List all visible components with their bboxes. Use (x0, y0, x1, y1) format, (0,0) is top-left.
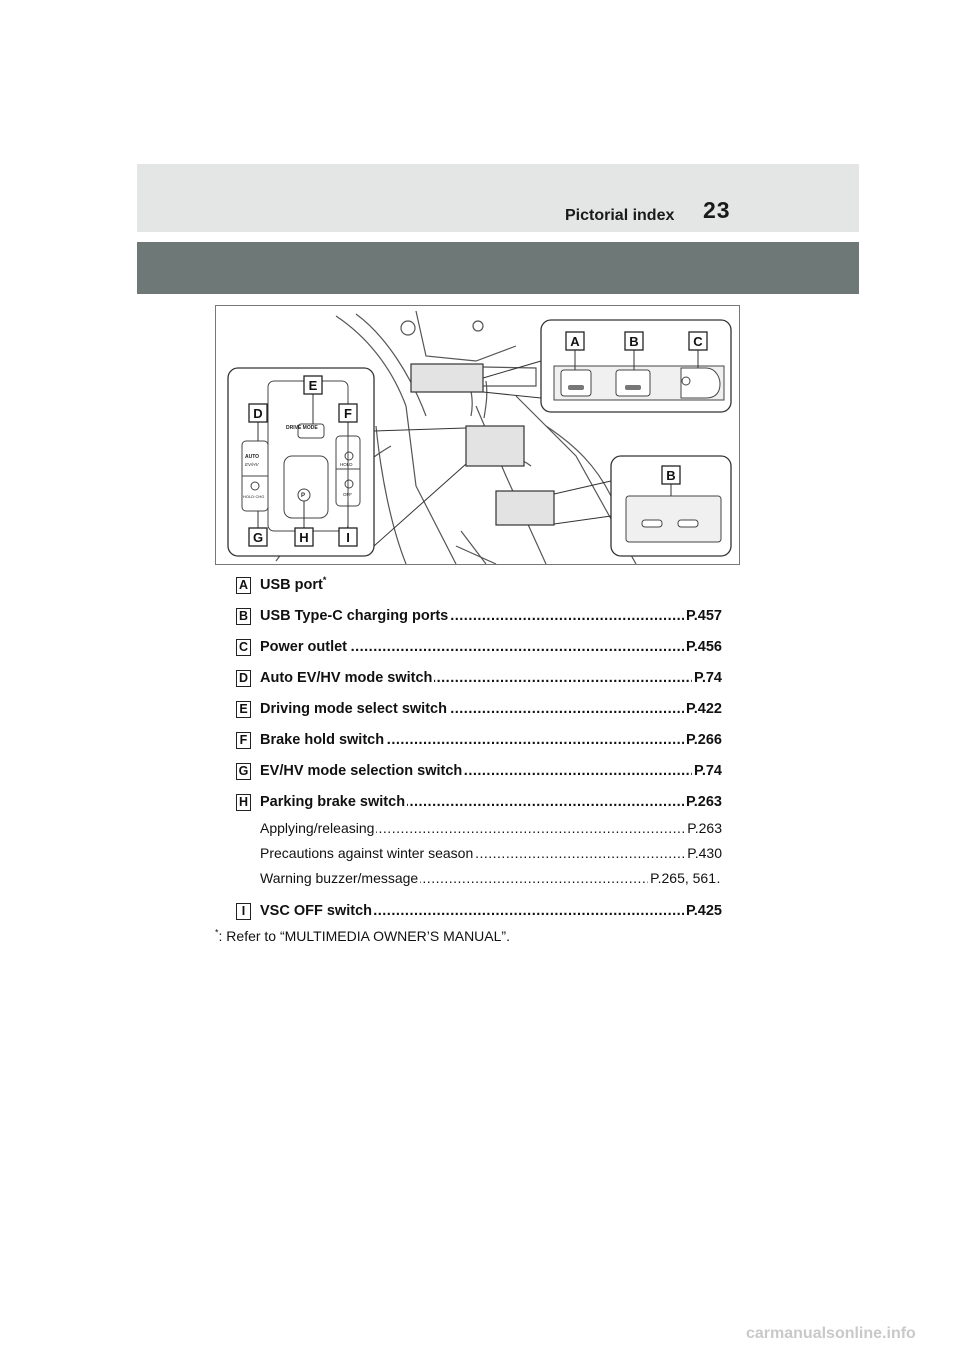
entry-label: USB Type-C charging ports (260, 608, 451, 624)
callout-b-charging: B (666, 468, 675, 483)
badge-b: B (236, 608, 251, 625)
charging-port-left (641, 519, 663, 528)
entry-g: G EV/HV mode selection switch ..........… (236, 761, 726, 783)
console-illustration: DRIVE MODE AUTO EV/HV HOLD HOLD·CHG OFF … (215, 305, 740, 565)
sub-entry-applying: Applying/releasing .....................… (260, 820, 726, 840)
entry-label: Driving mode select switch (260, 701, 449, 717)
sub-entry-label: Precautions against winter season (260, 845, 476, 861)
entry-label: EV/HV mode selection switch (260, 763, 465, 779)
power-outlet-latch (681, 376, 691, 386)
charging-callout-labels: B (661, 465, 681, 485)
usb-port-a (560, 369, 592, 397)
header-band (137, 164, 859, 232)
badge-h: H (236, 794, 251, 811)
footnote-mark: * (215, 927, 219, 938)
entry-h: H Parking brake switch .................… (236, 792, 726, 814)
callout-h: H (299, 530, 308, 545)
badge-i: I (236, 903, 251, 920)
entry-label: Power outlet (260, 639, 350, 655)
entry-label: VSC OFF switch (260, 903, 374, 919)
charging-port-right (677, 519, 699, 528)
page-reference[interactable]: P.457 (683, 608, 722, 624)
power-outlet-cover (680, 367, 721, 399)
page-reference[interactable]: P.263 (683, 794, 722, 810)
badge-a: A (236, 577, 251, 594)
page-reference[interactable]: P.456 (683, 639, 722, 655)
sub-entry-warning: Warning buzzer/message .................… (260, 870, 726, 890)
badge-e: E (236, 701, 251, 718)
callout-g: G (253, 530, 263, 545)
sub-entry-label: Applying/releasing (260, 820, 377, 836)
dot-leader: ........................................… (260, 639, 722, 655)
entry-d: D Auto EV/HV mode switch ...............… (236, 668, 726, 690)
sub-entry-label: Warning buzzer/message (260, 870, 421, 886)
footnote-marker: * (322, 575, 327, 586)
usb-leader-lines (574, 350, 699, 370)
entry-e: E Driving mode select switch ...........… (236, 699, 726, 721)
section-title: Pictorial index (565, 207, 675, 224)
callout-i: I (346, 530, 350, 545)
ev-hv-text: EV/HV (245, 462, 260, 467)
callout-e: E (309, 378, 318, 393)
entry-label: USB port* (260, 575, 329, 593)
page-reference[interactable]: P.425 (683, 903, 722, 919)
watermark-text: carmanualsonline.info (746, 1325, 916, 1342)
auto-text: AUTO (245, 454, 259, 460)
usb-region-highlight (410, 363, 484, 393)
page-number: 23 (703, 197, 731, 223)
drive-mode-text: DRIVE MODE (286, 425, 318, 431)
usb-a-slot (568, 385, 584, 390)
page-reference[interactable]: P.74 (692, 763, 722, 779)
dot-leader: ........................................… (260, 903, 722, 919)
charging-port-strip (625, 495, 722, 543)
badge-c: C (236, 639, 251, 656)
entry-b: B USB Type-C charging ports ............… (236, 606, 726, 628)
header-dark-band (137, 242, 859, 294)
callout-b: B (629, 334, 638, 349)
callout-a: A (570, 334, 580, 349)
callout-f: F (344, 406, 352, 421)
footnote-text: : Refer to “MULTIMEDIA OWNER’S MANUAL”. (218, 928, 510, 944)
page-reference[interactable]: P.74 (692, 670, 722, 686)
callout-c: C (693, 334, 703, 349)
page-reference[interactable]: P.263 (685, 820, 722, 836)
usb-b-slot (625, 385, 641, 390)
entry-label: Auto EV/HV mode switch (260, 670, 435, 686)
entry-c: C Power outlet .........................… (236, 637, 726, 659)
badge-g: G (236, 763, 251, 780)
parking-p-text: P (301, 493, 305, 499)
entry-f: F Brake hold switch ....................… (236, 730, 726, 752)
entry-a: A USB port* (236, 575, 726, 597)
sub-entry-winter: Precautions against winter season ......… (260, 845, 726, 865)
badge-f: F (236, 732, 251, 749)
page-reference[interactable]: P.265, 561 (648, 870, 716, 886)
callout-d: D (253, 406, 262, 421)
usb-callout-labels: A B C (565, 331, 708, 351)
page-reference[interactable]: P.430 (685, 845, 722, 861)
footnote: *: Refer to “MULTIMEDIA OWNER’S MANUAL”. (215, 928, 510, 944)
badge-d: D (236, 670, 251, 687)
usb-port-b (615, 369, 651, 397)
off-text: OFF (343, 492, 352, 497)
panel-callout-labels: E D F G H I (248, 375, 358, 547)
entry-label: Parking brake switch (260, 794, 408, 810)
page-reference[interactable]: P.422 (683, 701, 722, 717)
hold-chg-text: HOLD·CHG (243, 494, 264, 499)
entry-label: Brake hold switch (260, 732, 387, 748)
leader-lines (373, 360, 612, 547)
panel-leader-lines (257, 394, 349, 528)
entry-i: I VSC OFF switch .......................… (236, 901, 726, 923)
console-drawing: DRIVE MODE AUTO EV/HV HOLD HOLD·CHG OFF … (227, 310, 732, 564)
charging-region-highlight (495, 490, 555, 526)
page-reference[interactable]: P.266 (683, 732, 722, 748)
hold-text: HOLD (340, 462, 353, 467)
switch-region-highlight (465, 425, 525, 467)
